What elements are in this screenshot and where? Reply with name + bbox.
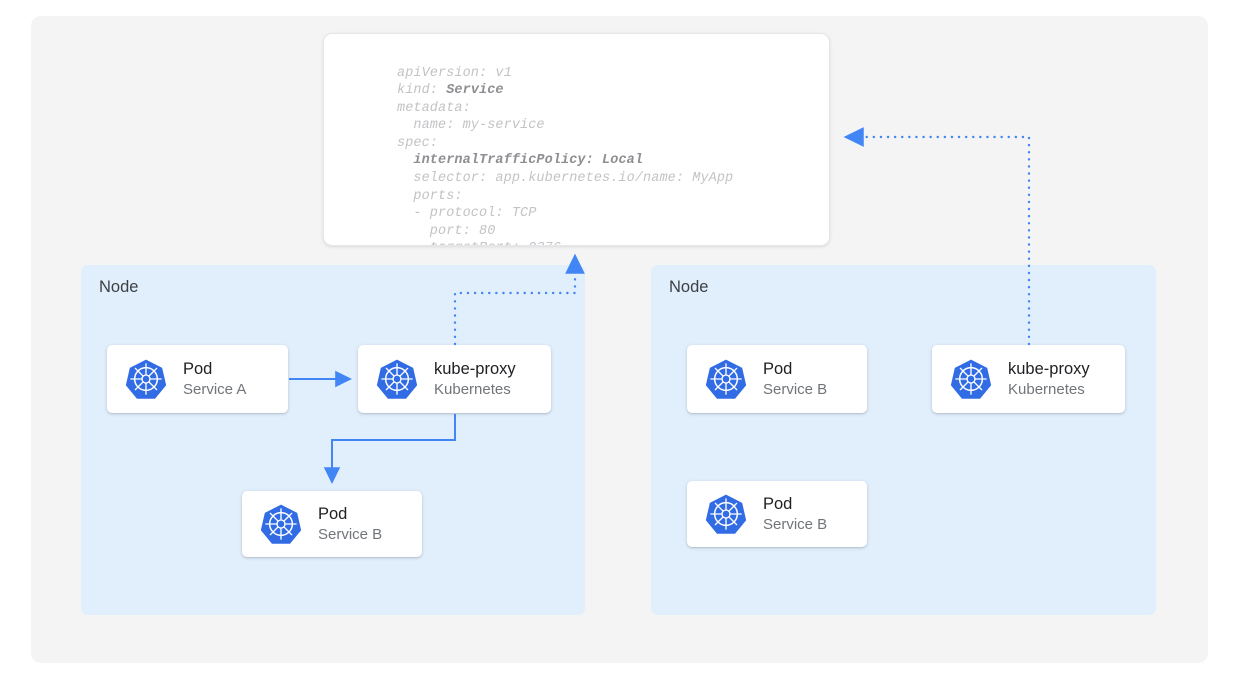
node-container-right: Node	[651, 265, 1156, 615]
kubernetes-icon	[705, 359, 747, 399]
kubernetes-icon	[260, 504, 302, 544]
card-kube-proxy-right[interactable]: kube-proxy Kubernetes	[932, 345, 1125, 413]
card-title: kube-proxy	[434, 359, 516, 378]
card-pod-service-b-right-2[interactable]: Pod Service B	[687, 481, 867, 547]
node-label-right: Node	[669, 278, 709, 296]
card-title: Pod	[318, 504, 348, 523]
service-spec-yaml: apiVersion: v1 kind: Service metadata: n…	[397, 65, 734, 246]
card-text: kube-proxy Kubernetes	[1008, 359, 1090, 400]
card-text: Pod Service B	[318, 504, 382, 545]
kubernetes-icon	[950, 359, 992, 399]
card-pod-service-b-left[interactable]: Pod Service B	[242, 491, 422, 557]
kubernetes-icon	[125, 359, 167, 399]
card-subtitle: Kubernetes	[434, 380, 511, 398]
card-subtitle: Service B	[763, 515, 828, 533]
card-subtitle: Service B	[763, 380, 828, 398]
service-spec-card: apiVersion: v1 kind: Service metadata: n…	[323, 33, 830, 246]
card-title: kube-proxy	[1008, 359, 1090, 378]
card-title: Pod	[183, 359, 213, 378]
card-title: Pod	[763, 494, 793, 513]
card-pod-service-a[interactable]: Pod Service A	[107, 345, 288, 413]
card-pod-service-b-right[interactable]: Pod Service B	[687, 345, 867, 413]
card-title: Pod	[763, 359, 793, 378]
card-subtitle: Service A	[183, 380, 247, 398]
card-text: Pod Service A	[183, 359, 246, 400]
kubernetes-icon	[376, 359, 418, 399]
kubernetes-icon	[705, 494, 747, 534]
node-label-left: Node	[99, 278, 139, 296]
card-subtitle: Kubernetes	[1008, 380, 1085, 398]
card-text: kube-proxy Kubernetes	[434, 359, 516, 400]
node-container-left: Node	[81, 265, 585, 615]
card-kube-proxy-left[interactable]: kube-proxy Kubernetes	[358, 345, 551, 413]
card-text: Pod Service B	[763, 359, 827, 400]
card-text: Pod Service B	[763, 494, 827, 535]
card-subtitle: Service B	[318, 525, 383, 543]
